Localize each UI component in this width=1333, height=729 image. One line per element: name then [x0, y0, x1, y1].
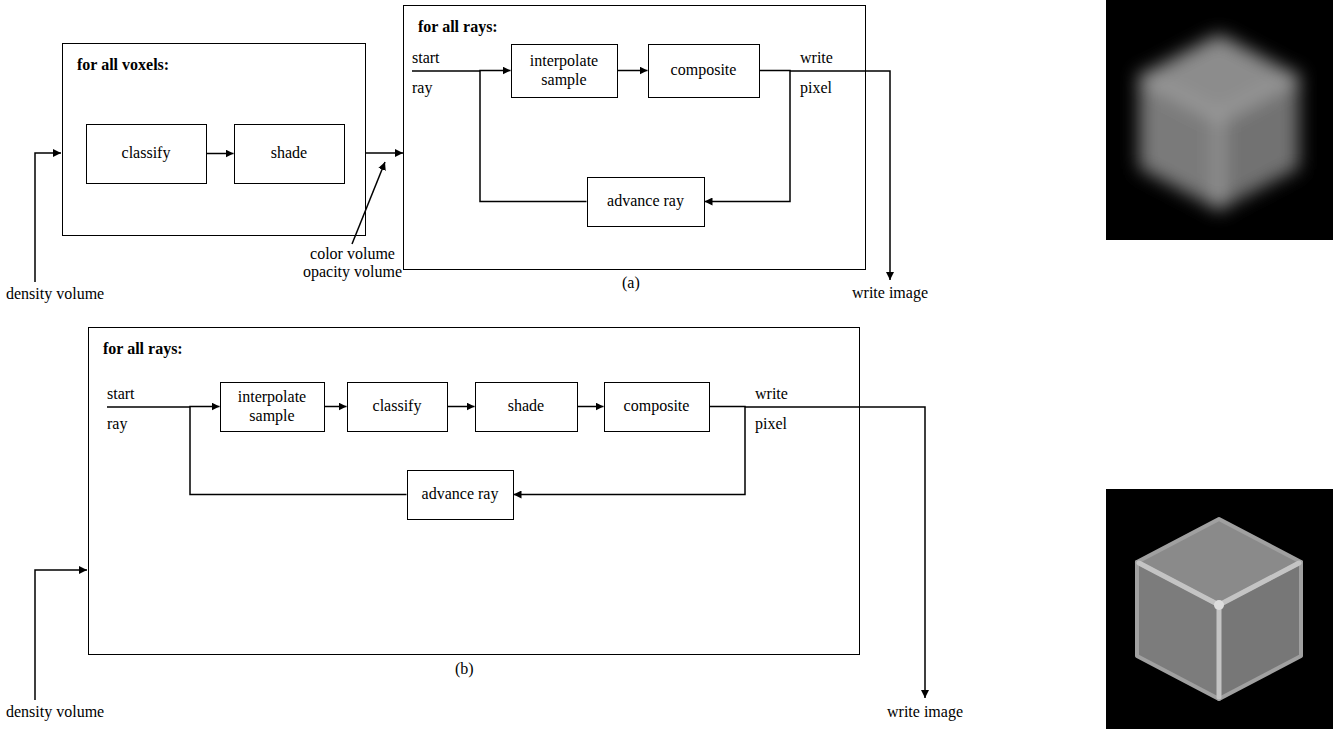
input-wire: [35, 153, 61, 282]
step-name: shade: [271, 144, 307, 162]
start-wire: [107, 406, 190, 408]
flow-arrow: [578, 406, 604, 408]
loop-box: interpolate sample composite advance ray fo…: [403, 5, 866, 270]
loop-box: classify shade for all voxels:: [62, 43, 366, 236]
loop-heading: for all voxels:: [77, 56, 169, 74]
flow-arrow: [618, 70, 648, 72]
process-box: composite: [604, 382, 710, 432]
step-name: classify: [373, 397, 422, 415]
step-name: interpolate sample: [516, 52, 613, 89]
blurred-cube-image: [1106, 0, 1333, 240]
port-label: start ray: [412, 43, 462, 103]
flow-arrow: [325, 406, 347, 408]
flow-arrow: [448, 406, 475, 408]
process-box: shade: [475, 382, 578, 432]
port-label: write pixel: [755, 379, 805, 439]
step-name: classify: [122, 144, 171, 162]
process-box: interpolate sample: [511, 44, 618, 98]
step-name: shade: [508, 397, 544, 415]
step-name: composite: [624, 397, 690, 415]
leader-line: [352, 162, 385, 244]
process-box: classify: [86, 124, 207, 184]
step-name: interpolate sample: [225, 388, 320, 425]
process-box: advance ray: [407, 470, 514, 520]
loop-heading: for all rays:: [103, 340, 183, 358]
port-label: start ray: [107, 379, 157, 439]
sharp-cube-image: [1106, 489, 1333, 729]
flow-arrow: [207, 153, 234, 155]
start-wire: [412, 70, 480, 72]
input-label: density volume: [6, 703, 104, 721]
process-box: classify: [347, 382, 448, 432]
step-name: composite: [671, 61, 737, 79]
input-label: density volume: [6, 285, 104, 303]
step-name: advance ray: [422, 485, 499, 503]
port-label: write pixel: [800, 43, 850, 103]
process-box: shade: [234, 124, 345, 184]
figure-label: (b): [455, 660, 474, 678]
output-label: write image: [875, 703, 975, 721]
loop-heading: for all rays:: [418, 18, 498, 36]
process-box: composite: [648, 44, 760, 98]
step-name: advance ray: [607, 192, 684, 210]
input-wire: [35, 570, 87, 700]
data-label: color volume opacity volume: [290, 245, 415, 282]
process-box: interpolate sample: [220, 382, 325, 432]
process-box: advance ray: [587, 177, 705, 227]
flow-arrow: [366, 152, 403, 154]
loop-box: interpolate sample classify shade composite…: [88, 327, 860, 655]
output-wire: [790, 71, 890, 280]
figure-label: (a): [622, 274, 640, 292]
output-label: write image: [840, 284, 940, 302]
